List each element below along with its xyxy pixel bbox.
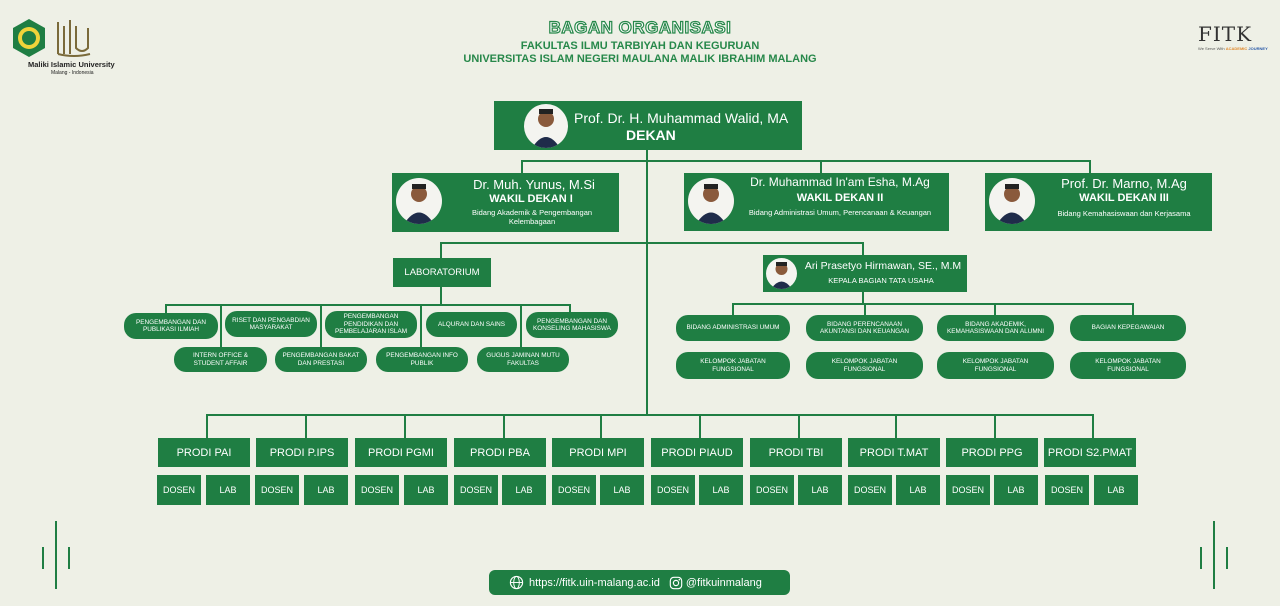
lab-unit: GUGUS JAMINAN MUTU FAKULTAS — [477, 347, 569, 372]
lab-unit: PENGEMBANGAN DAN PUBLIKASI ILMIAH — [124, 313, 218, 339]
wakil-3-name: Prof. Dr. Marno, M.Ag — [1061, 176, 1187, 191]
prodi-box: PRODI T.MAT — [848, 438, 940, 467]
university-name: UNIVERSITAS ISLAM NEGERI MAULANA MALIK I… — [463, 53, 817, 65]
prodi-box: PRODI PAI — [158, 438, 250, 467]
decor-line — [55, 521, 57, 589]
uni-location: Malang - Indonesia — [51, 70, 94, 76]
prodi-box: PRODI TBI — [750, 438, 842, 467]
lab-unit: RISET DAN PENGABDIAN MASYARAKAT — [225, 311, 317, 337]
fitk-logo: FITK We Serve With ACADEMIC JOURNEY — [1192, 14, 1272, 58]
decor-line — [1213, 521, 1215, 589]
wakil-2-desc: Bidang Administrasi Umum, Perencanaan & … — [748, 208, 932, 217]
lab-box: LAB — [502, 475, 546, 505]
page-title: BAGAN ORGANISASI — [548, 17, 732, 37]
calligraphy-logo-icon — [57, 20, 91, 57]
dekan-role: DEKAN — [626, 127, 676, 143]
dosen-box: DOSEN — [255, 475, 299, 505]
dosen-box: DOSEN — [157, 475, 201, 505]
instagram-handle[interactable]: @fitkuinmalang — [685, 576, 762, 589]
uni-name: Maliki Islamic University — [28, 60, 115, 69]
lab-unit: PENGEMBANGAN INFO PUBLIK — [376, 347, 468, 372]
dosen-box: DOSEN — [750, 475, 794, 505]
wakil-dekan-1-box: Dr. Muh. Yunus, M.Si WAKIL DEKAN I Bidan… — [392, 173, 619, 232]
bidang-box: BAGIAN KEPEGAWAIAN — [1070, 315, 1186, 341]
faculty-name: FAKULTAS ILMU TARBIYAH DAN KEGURUAN — [520, 40, 760, 52]
bidang-box: BIDANG ADMINISTRASI UMUM — [676, 315, 790, 341]
decor-line — [1200, 547, 1202, 569]
kabag-role: KEPALA BAGIAN TATA USAHA — [828, 276, 934, 285]
fungsional-box: KELOMPOK JABATAN FUNGSIONAL — [806, 352, 923, 379]
prodi-box: PRODI PGMI — [355, 438, 447, 467]
prodi-box: PRODI S2.PMAT — [1044, 438, 1136, 467]
dosen-box: DOSEN — [1045, 475, 1089, 505]
person-avatar-icon — [688, 178, 734, 224]
fitk-tagline-b: ACADEMIC — [1225, 46, 1248, 51]
fitk-tagline-c: JOURNEY — [1248, 46, 1268, 51]
dosen-box: DOSEN — [946, 475, 990, 505]
kabag-box: Ari Prasetyo Hirmawan, SE., M.M KEPALA B… — [763, 255, 967, 292]
lab-box: LAB — [600, 475, 644, 505]
laboratorium-title: LABORATORIUM — [404, 267, 480, 278]
decor-line — [42, 547, 44, 569]
lab-box: LAB — [896, 475, 940, 505]
dosen-box: DOSEN — [355, 475, 399, 505]
lab-unit: PENGEMBANGAN DAN KONSELING MAHASISWA — [526, 312, 618, 338]
footer-bar: https://fitk.uin-malang.ac.id @fitkuinma… — [489, 570, 790, 595]
person-avatar-icon — [766, 258, 797, 289]
wakil-1-name: Dr. Muh. Yunus, M.Si — [473, 177, 595, 192]
prodi-box: PRODI PIAUD — [651, 438, 743, 467]
fitk-wordmark: FITK — [1198, 22, 1253, 46]
fitk-tagline-a: We Serve With — [1198, 46, 1225, 51]
prodi-box: PRODI MPI — [552, 438, 644, 467]
fungsional-box: KELOMPOK JABATAN FUNGSIONAL — [1070, 352, 1186, 379]
wakil-3-desc: Bidang Kemahasiswaan dan Kerjasama — [1057, 209, 1191, 218]
uni-logo: Maliki Islamic University Malang - Indon… — [8, 18, 118, 78]
lab-unit: PENGEMBANGAN BAKAT DAN PRESTASI — [275, 347, 367, 372]
prodi-box: PRODI PBA — [454, 438, 546, 467]
lab-box: LAB — [699, 475, 743, 505]
lab-box: LAB — [404, 475, 448, 505]
person-avatar-icon — [524, 104, 568, 148]
wakil-2-name: Dr. Muhammad In'am Esha, M.Ag — [750, 175, 930, 189]
dosen-box: DOSEN — [552, 475, 596, 505]
lab-box: LAB — [994, 475, 1038, 505]
person-avatar-icon — [396, 178, 442, 224]
bidang-box: BIDANG PERENCANAAN AKUNTANSI DAN KEUANGA… — [806, 315, 923, 341]
lab-unit: ALQURAN DAN SAINS — [426, 312, 517, 337]
dosen-box: DOSEN — [651, 475, 695, 505]
laboratorium-box: LABORATORIUM — [393, 258, 491, 287]
lab-unit: PENGEMBANGAN PENDIDIKAN DAN PEMBELAJARAN… — [325, 311, 417, 338]
lab-box: LAB — [304, 475, 348, 505]
kabag-name: Ari Prasetyo Hirmawan, SE., M.M — [804, 260, 962, 272]
wakil-3-role: WAKIL DEKAN III — [1079, 192, 1169, 204]
fungsional-box: KELOMPOK JABATAN FUNGSIONAL — [676, 352, 790, 379]
dosen-box: DOSEN — [454, 475, 498, 505]
website-link[interactable]: https://fitk.uin-malang.ac.id — [529, 576, 660, 589]
prodi-box: PRODI PPG — [946, 438, 1038, 467]
dekan-name: Prof. Dr. H. Muhammad Walid, MA — [574, 110, 789, 126]
lab-box: LAB — [1094, 475, 1138, 505]
decor-line — [1226, 547, 1228, 569]
instagram-icon — [669, 576, 683, 589]
person-avatar-icon — [989, 178, 1035, 224]
wakil-1-desc: Bidang Akademik & Pengembangan Kelembaga… — [471, 208, 593, 227]
dosen-box: DOSEN — [848, 475, 892, 505]
globe-icon — [509, 575, 524, 590]
wakil-1-role: WAKIL DEKAN I — [489, 193, 573, 205]
prodi-box: PRODI P.IPS — [256, 438, 348, 467]
wakil-dekan-3-box: Prof. Dr. Marno, M.Ag WAKIL DEKAN III Bi… — [985, 173, 1212, 231]
lab-box: LAB — [798, 475, 842, 505]
wakil-dekan-2-box: Dr. Muhammad In'am Esha, M.Ag WAKIL DEKA… — [684, 173, 949, 231]
lab-box: LAB — [206, 475, 250, 505]
lab-unit: INTERN OFFICE & STUDENT AFFAIR — [174, 347, 267, 372]
decor-line — [68, 547, 70, 569]
fungsional-box: KELOMPOK JABATAN FUNGSIONAL — [937, 352, 1054, 379]
dekan-box: Prof. Dr. H. Muhammad Walid, MA DEKAN — [494, 101, 802, 150]
bidang-box: BIDANG AKADEMIK, KEMAHASISWAAN DAN ALUMN… — [937, 315, 1054, 341]
emblem-icon — [13, 19, 45, 57]
wakil-2-role: WAKIL DEKAN II — [796, 192, 884, 204]
